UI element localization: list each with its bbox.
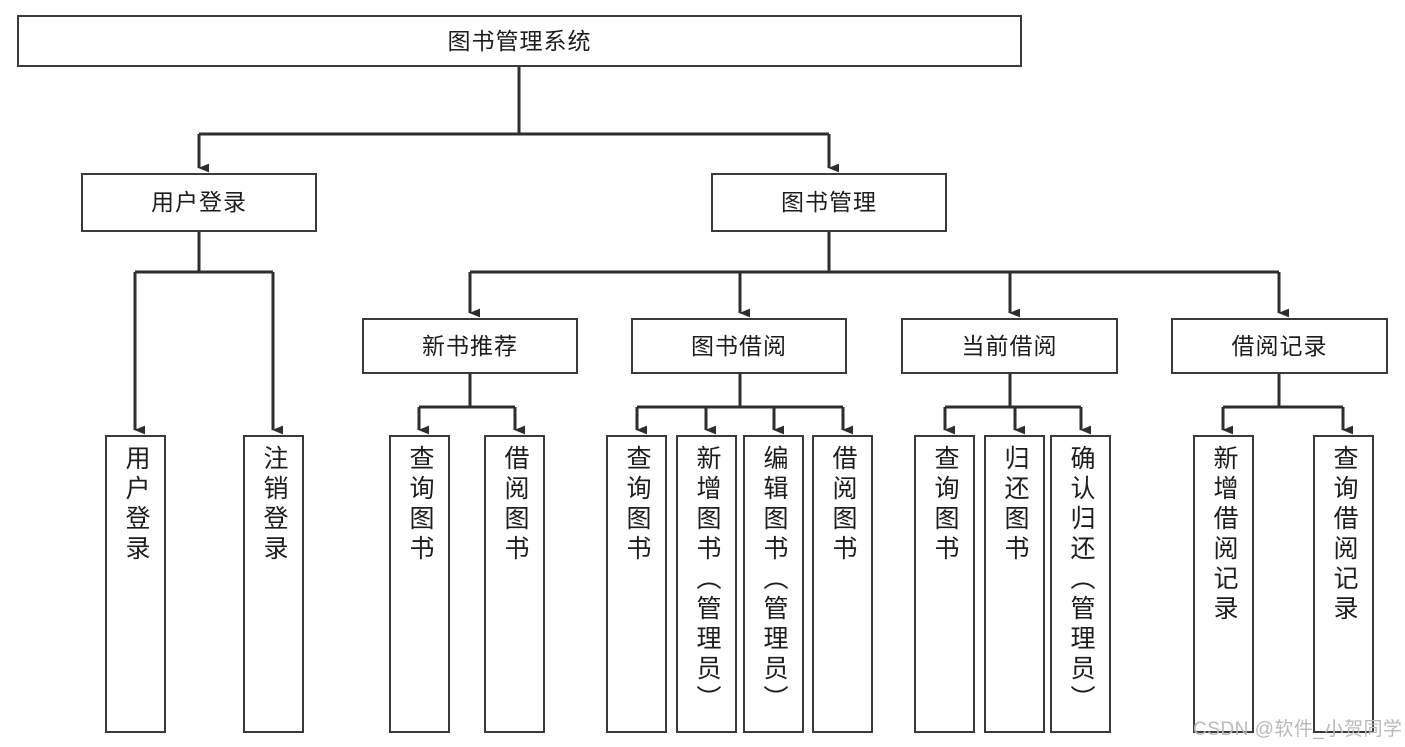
node-leaf-borrow-book-recommend[interactable]: 借阅图书 [484, 435, 545, 733]
watermark-csdn: CSDN @软件_小贺同学 [1193, 719, 1403, 740]
node-label: 新增图书（管理员） [693, 445, 721, 715]
node-label: 新增借阅记录 [1210, 445, 1238, 625]
node-leaf-logout[interactable]: 注销登录 [243, 435, 304, 733]
node-label: 确认归还（管理员） [1067, 445, 1095, 715]
node-current-borrow[interactable]: 当前借阅 [901, 318, 1118, 374]
node-label: 借阅图书 [829, 445, 857, 565]
node-label: 查询图书 [406, 445, 434, 565]
node-label: 当前借阅 [961, 332, 1058, 359]
node-leaf-query-book-borrow[interactable]: 查询图书 [606, 435, 667, 733]
node-label: 编辑图书（管理员） [760, 445, 788, 715]
node-label: 图书借阅 [691, 332, 787, 359]
node-label: 归还图书 [1001, 445, 1029, 565]
node-label: 用户登录 [151, 189, 247, 216]
node-leaf-query-book-current[interactable]: 查询图书 [914, 435, 975, 733]
node-leaf-query-borrow-record[interactable]: 查询借阅记录 [1313, 435, 1374, 733]
node-leaf-user-login[interactable]: 用户登录 [105, 435, 166, 733]
node-leaf-edit-book-admin[interactable]: 编辑图书（管理员） [743, 435, 804, 733]
node-label: 借阅图书 [501, 445, 529, 565]
node-book-management[interactable]: 图书管理 [711, 173, 947, 232]
node-leaf-borrow-book[interactable]: 借阅图书 [812, 435, 873, 733]
node-leaf-confirm-return-admin[interactable]: 确认归还（管理员） [1050, 435, 1111, 733]
node-label: 查询借阅记录 [1330, 445, 1358, 625]
node-label: 用户登录 [122, 445, 150, 565]
node-borrow-record[interactable]: 借阅记录 [1171, 318, 1388, 374]
node-new-book-recommend[interactable]: 新书推荐 [362, 318, 578, 374]
node-leaf-query-book-recommend[interactable]: 查询图书 [389, 435, 450, 733]
node-label: 图书管理 [781, 189, 877, 216]
node-leaf-add-book-admin[interactable]: 新增图书（管理员） [676, 435, 737, 733]
node-leaf-add-borrow-record[interactable]: 新增借阅记录 [1193, 435, 1254, 733]
node-root-book-management-system[interactable]: 图书管理系统 [17, 15, 1022, 67]
node-label: 注销登录 [260, 445, 288, 565]
node-label: 查询图书 [623, 445, 651, 565]
node-label: 新书推荐 [422, 332, 518, 359]
node-leaf-return-book[interactable]: 归还图书 [984, 435, 1045, 733]
node-label: 图书管理系统 [447, 27, 592, 54]
node-label: 查询图书 [931, 445, 959, 565]
node-label: 借阅记录 [1231, 332, 1328, 359]
node-book-borrow[interactable]: 图书借阅 [631, 318, 847, 374]
node-user-login[interactable]: 用户登录 [81, 173, 317, 232]
